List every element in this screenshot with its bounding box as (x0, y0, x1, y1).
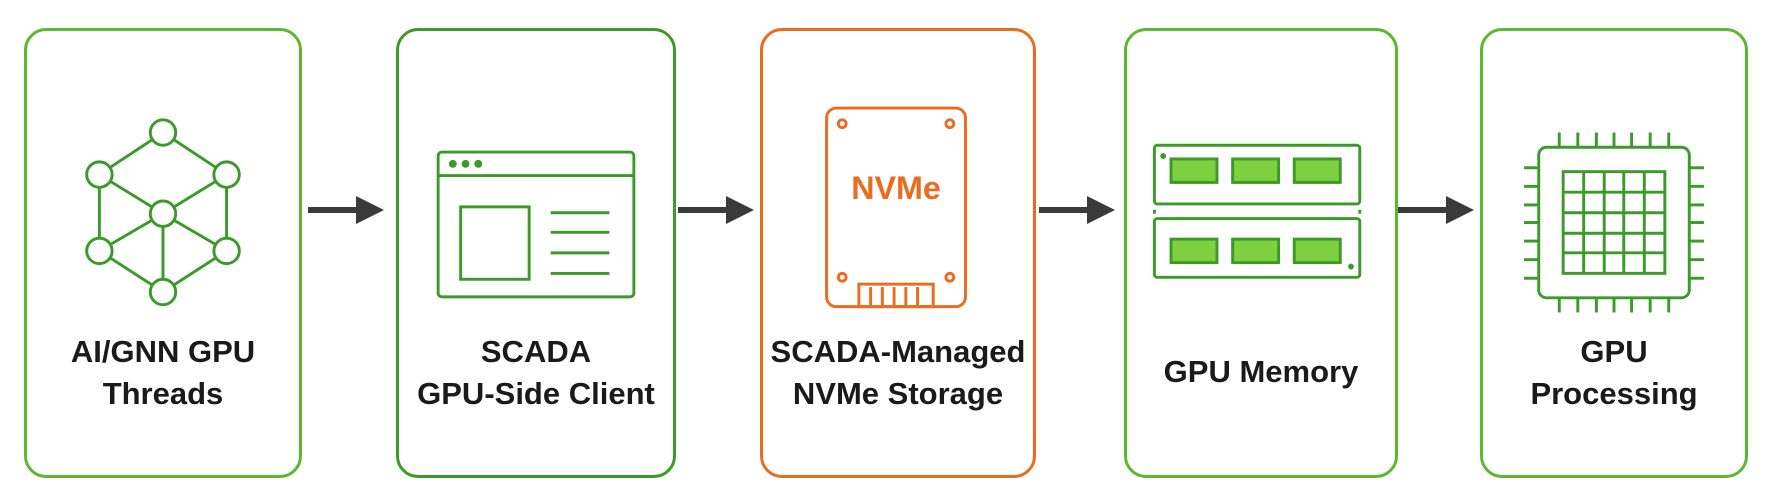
step-label-line: SCADA-Managed (770, 334, 1026, 369)
step-card-scada-client: SCADA GPU-Side Client (396, 28, 676, 478)
right-arrow-icon (1398, 196, 1474, 224)
step-label-line: NVMe Storage (792, 376, 1004, 411)
step-label-line: Processing (1530, 376, 1698, 411)
step-card-gpu-memory: GPU Memory (1124, 28, 1398, 478)
step-label: GPU Processing (1483, 331, 1745, 415)
step-label: GPU Memory (1127, 351, 1395, 393)
step-card-gpu-processing: GPU Processing (1480, 28, 1748, 478)
nvme-ssd-icon: NVMe (825, 106, 967, 309)
step-label-line: GPU Memory (1163, 354, 1359, 389)
gpu-chip-icon (1524, 132, 1704, 313)
step-label-line: AI/GNN GPU (70, 334, 256, 369)
browser-window-icon (436, 150, 636, 299)
step-label-line: GPU (1580, 334, 1648, 369)
step-label: AI/GNN GPU Threads (27, 331, 299, 415)
nvme-icon-text: NVMe (851, 170, 941, 206)
step-label-line: GPU-Side Client (417, 376, 655, 411)
step-label: SCADA-Managed NVMe Storage (763, 331, 1033, 415)
step-label-line: SCADA (480, 334, 592, 369)
step-label: SCADA GPU-Side Client (399, 331, 673, 415)
step-card-nvme-storage: NVMe SCADA-Managed NVMe Storage (760, 28, 1036, 478)
right-arrow-icon (678, 196, 754, 224)
step-card-ai-gnn-threads: AI/GNN GPU Threads (24, 28, 302, 478)
right-arrow-icon (1039, 196, 1115, 224)
step-label-line: Threads (102, 376, 224, 411)
right-arrow-icon (308, 196, 384, 224)
memory-module-icon (1152, 143, 1362, 279)
graph-network-icon (85, 118, 241, 307)
